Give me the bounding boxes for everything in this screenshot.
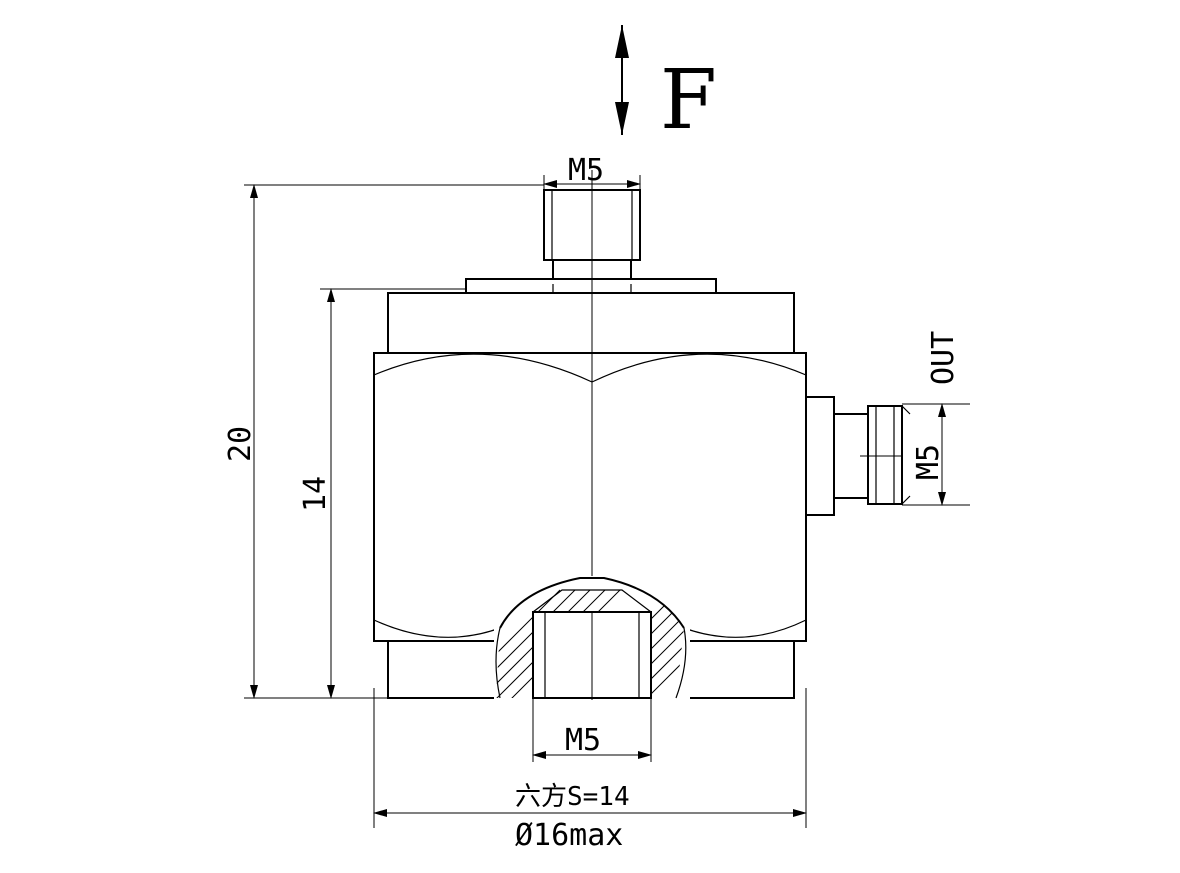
side-thread-dimension [902, 403, 970, 506]
bottom-thread-dimension [532, 698, 652, 762]
height-body-label: 14 [298, 476, 333, 512]
side-thread-label: M5 [911, 444, 946, 480]
output-label: OUT [926, 331, 961, 385]
height-body-dimension [320, 288, 466, 699]
bottom-thread-label: M5 [565, 723, 601, 758]
force-arrow [615, 25, 629, 135]
diameter-label: Ø16max [515, 818, 623, 853]
height-total-label: 20 [223, 426, 258, 462]
side-connector [805, 396, 911, 516]
section-cutout [494, 576, 690, 700]
top-thread-dimension [543, 175, 641, 190]
hex-size-label: 六方S=14 [515, 782, 630, 812]
top-thread-label: M5 [568, 153, 604, 188]
upper-cylinder [387, 292, 795, 354]
force-label: F [660, 53, 717, 148]
top-washer [465, 278, 717, 294]
height-total-dimension [244, 184, 544, 699]
diameter-dimension [373, 688, 807, 828]
